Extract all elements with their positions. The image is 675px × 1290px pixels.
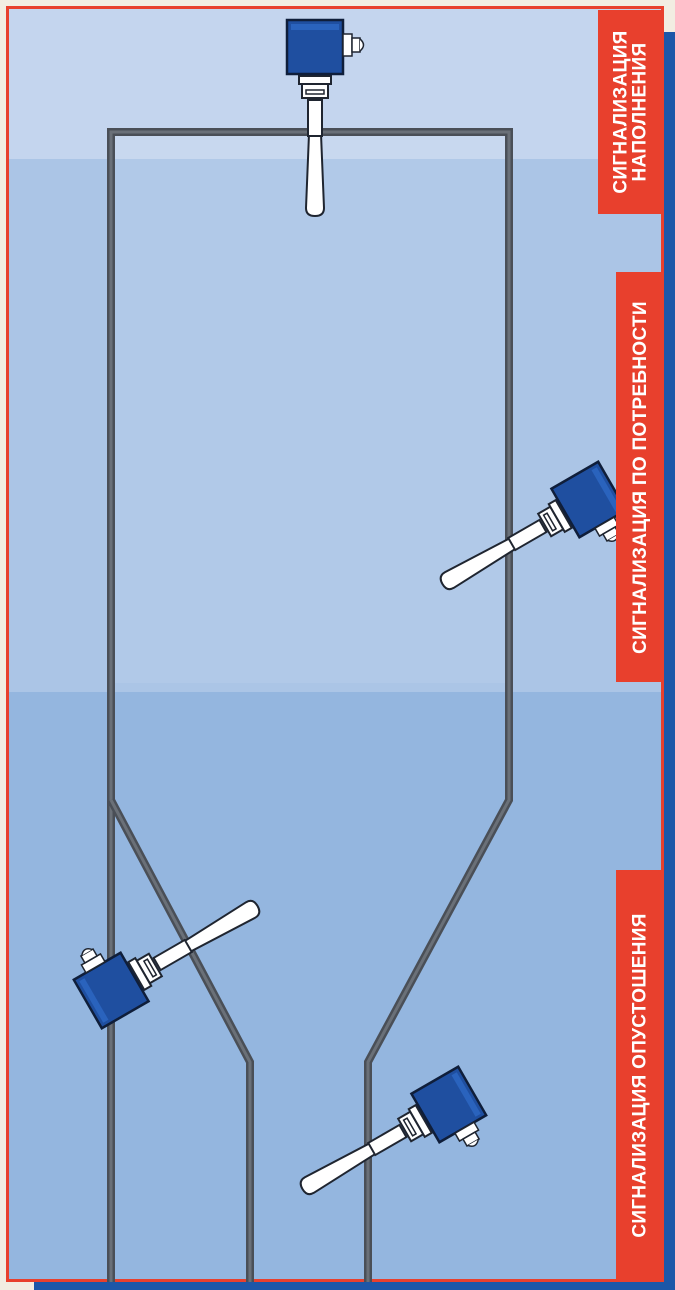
fill-alarm-label-line2: НАПОЛНЕНИЯ bbox=[630, 42, 652, 182]
demand-alarm-label: СИГНАЛИЗАЦИЯ ПО ПОТРЕБНОСТИ bbox=[616, 272, 664, 682]
fill-alarm-label-line1: СИГНАЛИЗАЦИЯ bbox=[611, 30, 633, 194]
zone-demand-level bbox=[9, 159, 661, 692]
sensor-empty-level-left-icon bbox=[62, 862, 273, 1030]
empty-alarm-label-text: СИГНАЛИЗАЦИЯ ОПУСТОШЕНИЯ bbox=[629, 912, 651, 1238]
silo-outline bbox=[107, 128, 513, 1282]
demand-alarm-label-text: СИГНАЛИЗАЦИЯ ПО ПОТРЕБНОСТИ bbox=[629, 300, 651, 654]
empty-alarm-label: СИГНАЛИЗАЦИЯ ОПУСТОШЕНИЯ bbox=[616, 870, 664, 1280]
sensor-empty-level-right-icon bbox=[287, 1065, 498, 1233]
fill-alarm-label: СИГНАЛИЗАЦИЯ НАПОЛНЕНИЯ bbox=[598, 10, 664, 214]
